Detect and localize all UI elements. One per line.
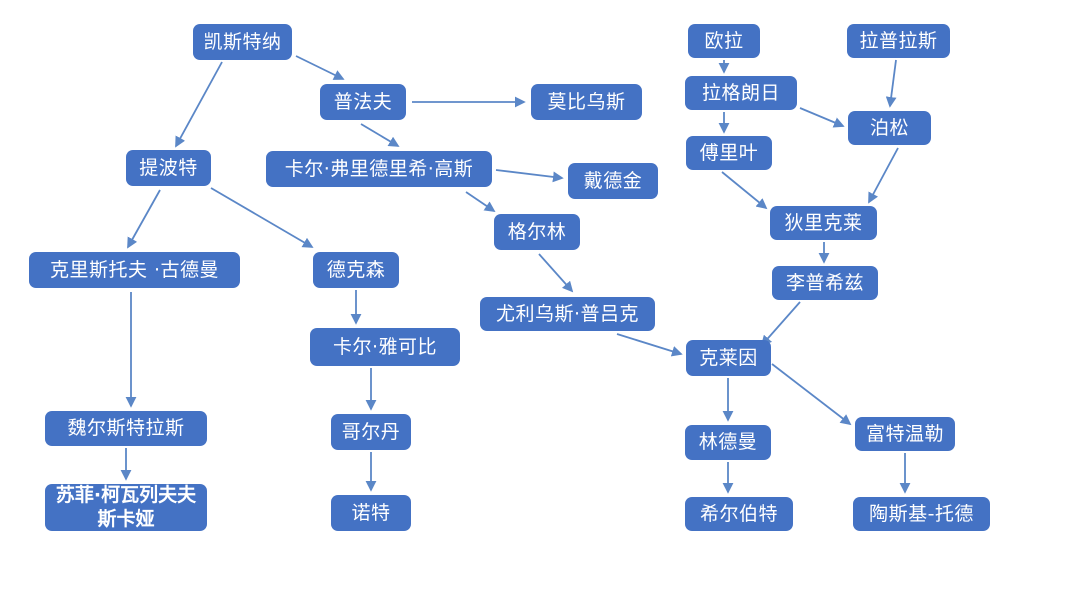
edge-gauss-to-dedekind [495, 169, 564, 183]
node-lindemann[interactable]: 林德曼 [685, 425, 771, 460]
edge-laplace-to-poisson [885, 59, 897, 108]
node-mobius[interactable]: 莫比乌斯 [531, 84, 642, 120]
node-goodman[interactable]: 克里斯托夫 ·古德曼 [29, 252, 240, 288]
node-thibaut[interactable]: 提波特 [126, 150, 211, 186]
node-dirksen[interactable]: 德克森 [313, 252, 399, 288]
node-hilbert[interactable]: 希尔伯特 [685, 497, 793, 531]
edge-klein-to-furtwangler [771, 363, 852, 426]
edge-gerling-to-plucker [538, 253, 574, 293]
node-jacobi[interactable]: 卡尔·雅可比 [310, 328, 460, 366]
node-gordan[interactable]: 哥尔丹 [331, 414, 411, 450]
edge-fourier-to-dirichlet [721, 171, 768, 210]
node-furtwangler[interactable]: 富特温勒 [855, 417, 955, 451]
node-poisson[interactable]: 泊松 [848, 111, 931, 145]
edge-thibaut-to-goodman [127, 189, 161, 249]
edge-kastner-to-thibaut [175, 61, 223, 148]
node-klein[interactable]: 克莱因 [686, 340, 771, 376]
edge-thibaut-to-dirksen [210, 187, 314, 248]
node-laplace[interactable]: 拉普拉斯 [847, 24, 950, 58]
node-dedekind[interactable]: 戴德金 [568, 163, 658, 199]
edge-gauss-to-gerling [465, 191, 496, 213]
node-lipschitz[interactable]: 李普希兹 [772, 266, 878, 300]
node-gauss[interactable]: 卡尔·弗里德里希·高斯 [266, 151, 492, 187]
node-lagrange[interactable]: 拉格朗日 [685, 76, 797, 110]
node-taussky[interactable]: 陶斯基-托德 [853, 497, 990, 531]
edge-lipschitz-to-klein [760, 301, 801, 347]
node-kastner[interactable]: 凯斯特纳 [193, 24, 292, 60]
node-dirichlet[interactable]: 狄里克莱 [770, 206, 877, 240]
node-pfaff[interactable]: 普法夫 [320, 84, 406, 120]
node-fourier[interactable]: 傅里叶 [686, 136, 772, 170]
edge-pfaff-to-gauss [360, 123, 400, 147]
node-weierstrass[interactable]: 魏尔斯特拉斯 [45, 411, 207, 446]
node-plucker[interactable]: 尤利乌斯·普吕克 [480, 297, 655, 331]
edge-lagrange-to-poisson [799, 107, 845, 128]
node-euler[interactable]: 欧拉 [688, 24, 760, 58]
edge-poisson-to-dirichlet [868, 147, 899, 204]
edge-kastner-to-pfaff [295, 55, 345, 80]
node-kovalevskaya[interactable]: 苏菲·柯瓦列夫夫 斯卡娅 [45, 484, 207, 531]
node-gerling[interactable]: 格尔林 [494, 214, 580, 250]
node-noether[interactable]: 诺特 [331, 495, 411, 531]
edge-plucker-to-klein [616, 333, 683, 357]
